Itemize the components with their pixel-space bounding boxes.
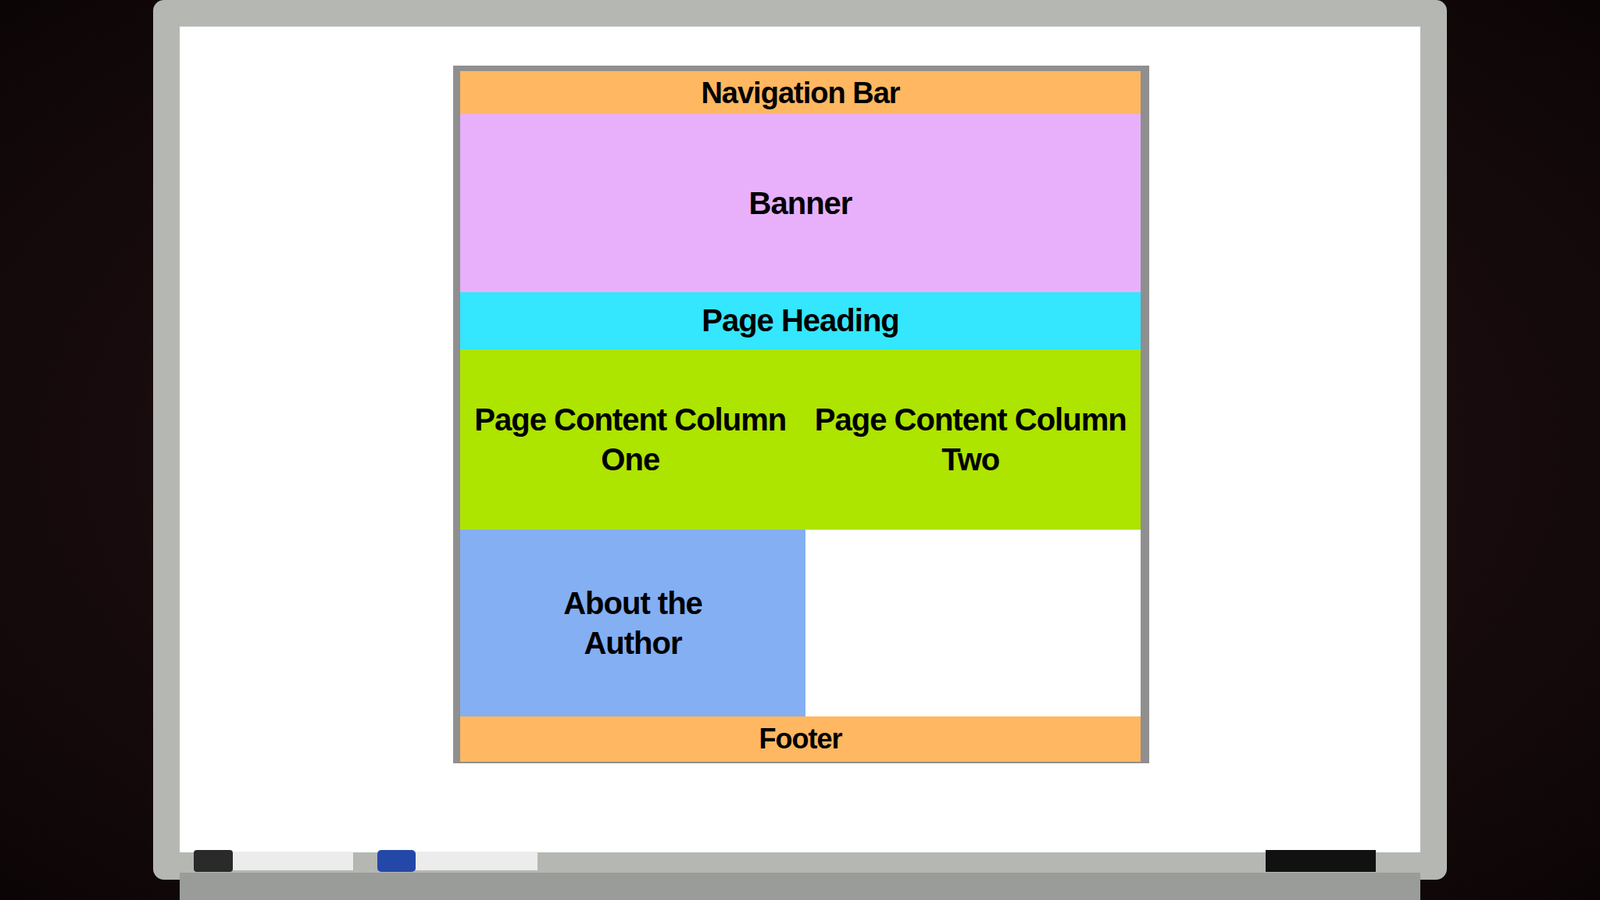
section-label: Page Heading <box>701 300 900 341</box>
section-label: Navigation Bar <box>700 74 900 112</box>
section-label: About the Author <box>515 583 750 664</box>
banner-band: Banner <box>460 114 1141 293</box>
section-label: Banner <box>749 183 853 224</box>
content-band: Page Content Column OnePage Content Colu… <box>460 349 1141 530</box>
page-layout: Navigation BarBannerPage HeadingPage Con… <box>460 71 1141 757</box>
heading-band: Page Heading <box>460 292 1141 350</box>
section-label: Page Content Column One <box>460 400 801 480</box>
footer-bar: Footer <box>460 716 1141 762</box>
nav-bar: Navigation Bar <box>460 71 1141 115</box>
section-label: Footer <box>759 721 843 758</box>
author-box: About the Author <box>460 529 806 717</box>
section-label: Page Content Column Two <box>800 400 1142 480</box>
